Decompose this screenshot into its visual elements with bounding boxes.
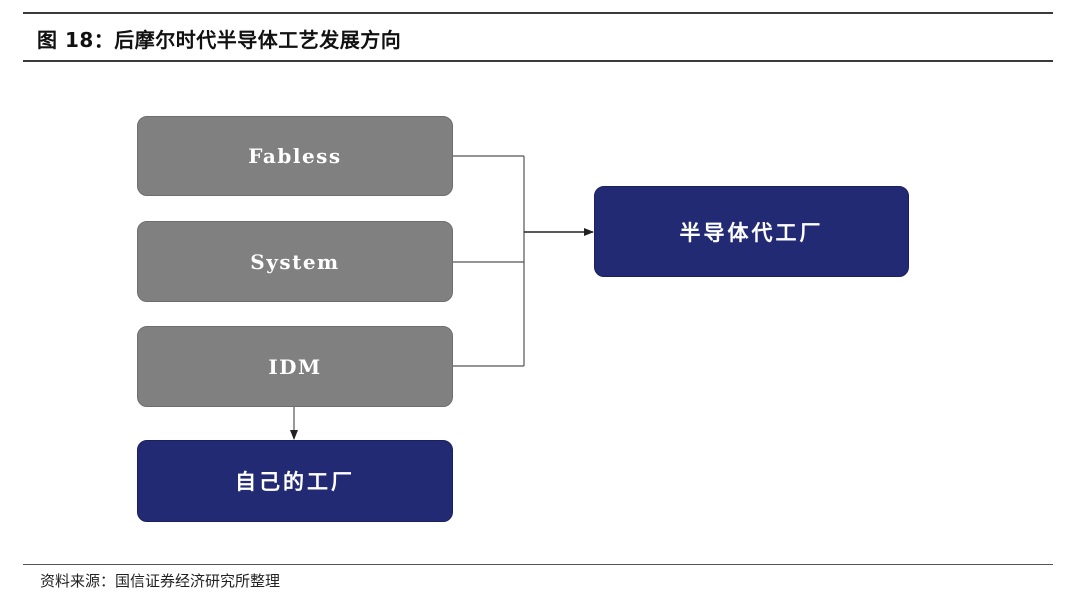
node-system-label: System [250,249,340,274]
node-fabless-label: Fabless [248,144,342,168]
footer-divider [23,564,1053,565]
node-foundry-label: 半导体代工厂 [679,220,824,245]
node-own-fab: 自己的工厂 [137,440,453,522]
node-idm-label: IDM [268,354,322,379]
figure-title: 图 18：后摩尔时代半导体工艺发展方向 [37,28,402,52]
node-foundry: 半导体代工厂 [594,186,909,277]
figure-header: 图 18：后摩尔时代半导体工艺发展方向 [23,12,1053,62]
node-system: System [137,221,453,302]
node-idm: IDM [137,326,453,407]
node-own-fab-label: 自己的工厂 [235,470,355,494]
node-fabless: Fabless [137,116,453,196]
figure-source: 资料来源：国信证券经济研究所整理 [40,572,281,590]
